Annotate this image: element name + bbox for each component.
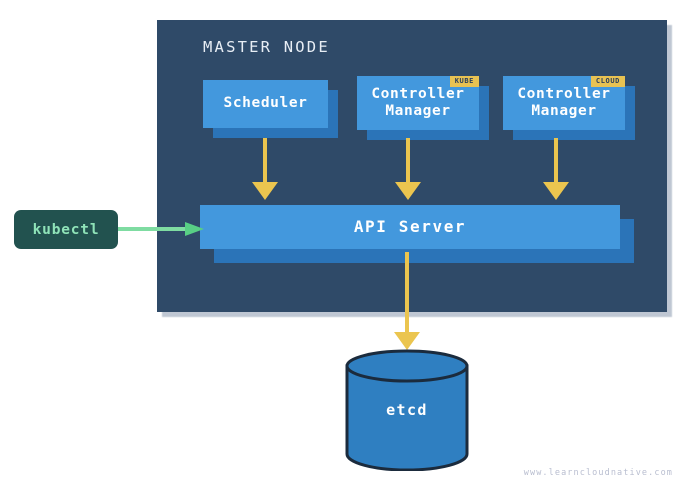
- arrow-stem: [406, 138, 410, 182]
- controller-manager-cloud-label: Controller Manager: [517, 85, 611, 119]
- kubectl-box[interactable]: kubectl: [14, 210, 118, 249]
- arrow-stem: [405, 252, 409, 332]
- scheduler-box-face: Scheduler: [203, 80, 328, 128]
- arrow-scheduler-to-api-server: [252, 138, 278, 200]
- arrow-stem: [554, 138, 558, 182]
- api-server-face: API Server: [200, 205, 620, 249]
- arrow-kubectl-to-api-server: [118, 222, 204, 236]
- arrow-head: [395, 182, 421, 200]
- controller-manager-kube-label: Controller Manager: [371, 85, 465, 119]
- master-node-panel: [157, 20, 667, 312]
- arrow-head: [543, 182, 569, 200]
- arrow-head: [185, 222, 204, 236]
- cloud-badge: CLOUD: [590, 76, 625, 87]
- arrow-head: [394, 332, 420, 350]
- arrow-stem: [118, 227, 186, 231]
- controller-manager-kube-face: Controller Manager KUBE: [357, 76, 479, 130]
- arrow-api-server-to-etcd: [394, 252, 420, 350]
- arrow-controller-manager-cloud-to-api-server: [543, 138, 569, 200]
- controller-manager-cloud-box[interactable]: Controller Manager CLOUD: [503, 76, 635, 140]
- arrow-head: [252, 182, 278, 200]
- api-server-label: API Server: [353, 216, 467, 236]
- kube-badge: KUBE: [449, 76, 479, 87]
- cylinder-icon: [345, 349, 469, 471]
- arrow-controller-manager-kube-to-api-server: [395, 138, 421, 200]
- master-node-title: MASTER NODE: [203, 38, 330, 56]
- etcd-cylinder[interactable]: etcd: [344, 349, 470, 471]
- arrow-stem: [263, 138, 267, 182]
- kubectl-label: kubectl: [32, 221, 100, 238]
- watermark-text: www.learncloudnative.com: [523, 468, 673, 478]
- scheduler-box[interactable]: Scheduler: [203, 80, 338, 138]
- scheduler-label: Scheduler: [223, 95, 308, 112]
- api-server-box[interactable]: API Server: [200, 205, 634, 263]
- controller-manager-cloud-face: Controller Manager CLOUD: [503, 76, 625, 130]
- controller-manager-kube-box[interactable]: Controller Manager KUBE: [357, 76, 489, 140]
